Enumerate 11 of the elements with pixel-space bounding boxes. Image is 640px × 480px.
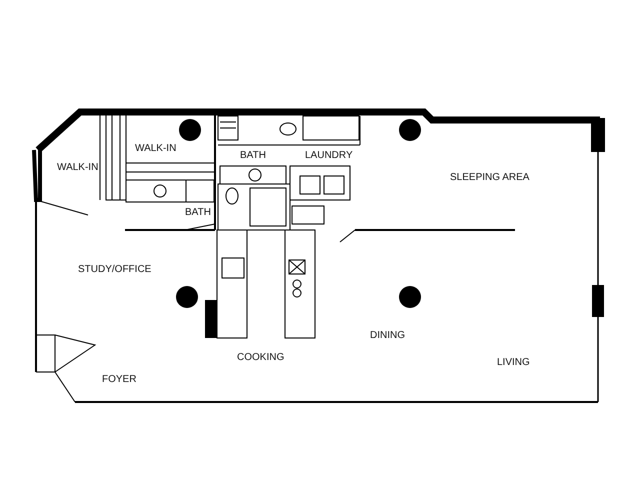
room-label: FOYER	[102, 374, 136, 386]
room-label: STUDY/OFFICE	[78, 264, 152, 276]
room-label: BATH	[185, 207, 211, 219]
room-label: DINING	[370, 330, 405, 342]
room-label: COOKING	[237, 352, 284, 364]
room-label: BATH	[240, 150, 266, 162]
room-label: SLEEPING AREA	[450, 172, 530, 184]
room-label: LAUNDRY	[305, 150, 353, 162]
room-label: WALK-IN	[135, 143, 176, 155]
room-label: WALK-IN	[57, 162, 98, 174]
room-label: LIVING	[497, 357, 530, 369]
